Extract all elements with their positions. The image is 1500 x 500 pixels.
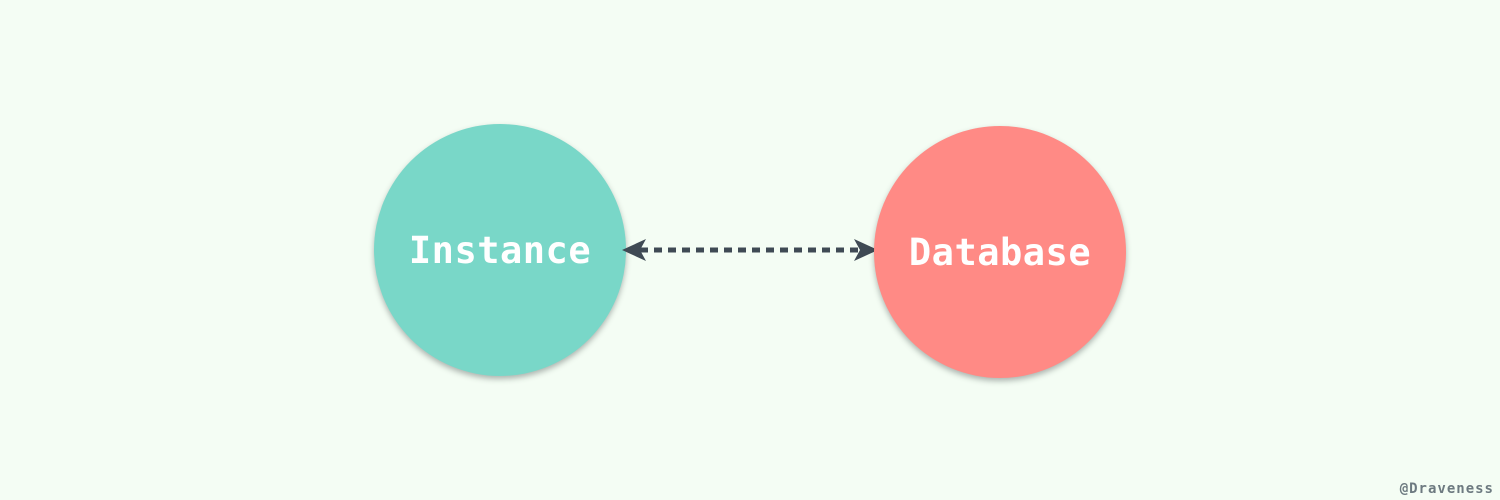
bidirectional-dashed-arrow — [622, 239, 878, 261]
arrow-head-right-icon — [854, 239, 878, 261]
node-instance: Instance — [374, 124, 626, 376]
node-database-label: Database — [908, 230, 1092, 274]
watermark: @Draveness — [1399, 481, 1494, 497]
node-instance-label: Instance — [408, 228, 592, 272]
arrow-head-left-icon — [622, 239, 646, 261]
node-database: Database — [874, 126, 1126, 378]
